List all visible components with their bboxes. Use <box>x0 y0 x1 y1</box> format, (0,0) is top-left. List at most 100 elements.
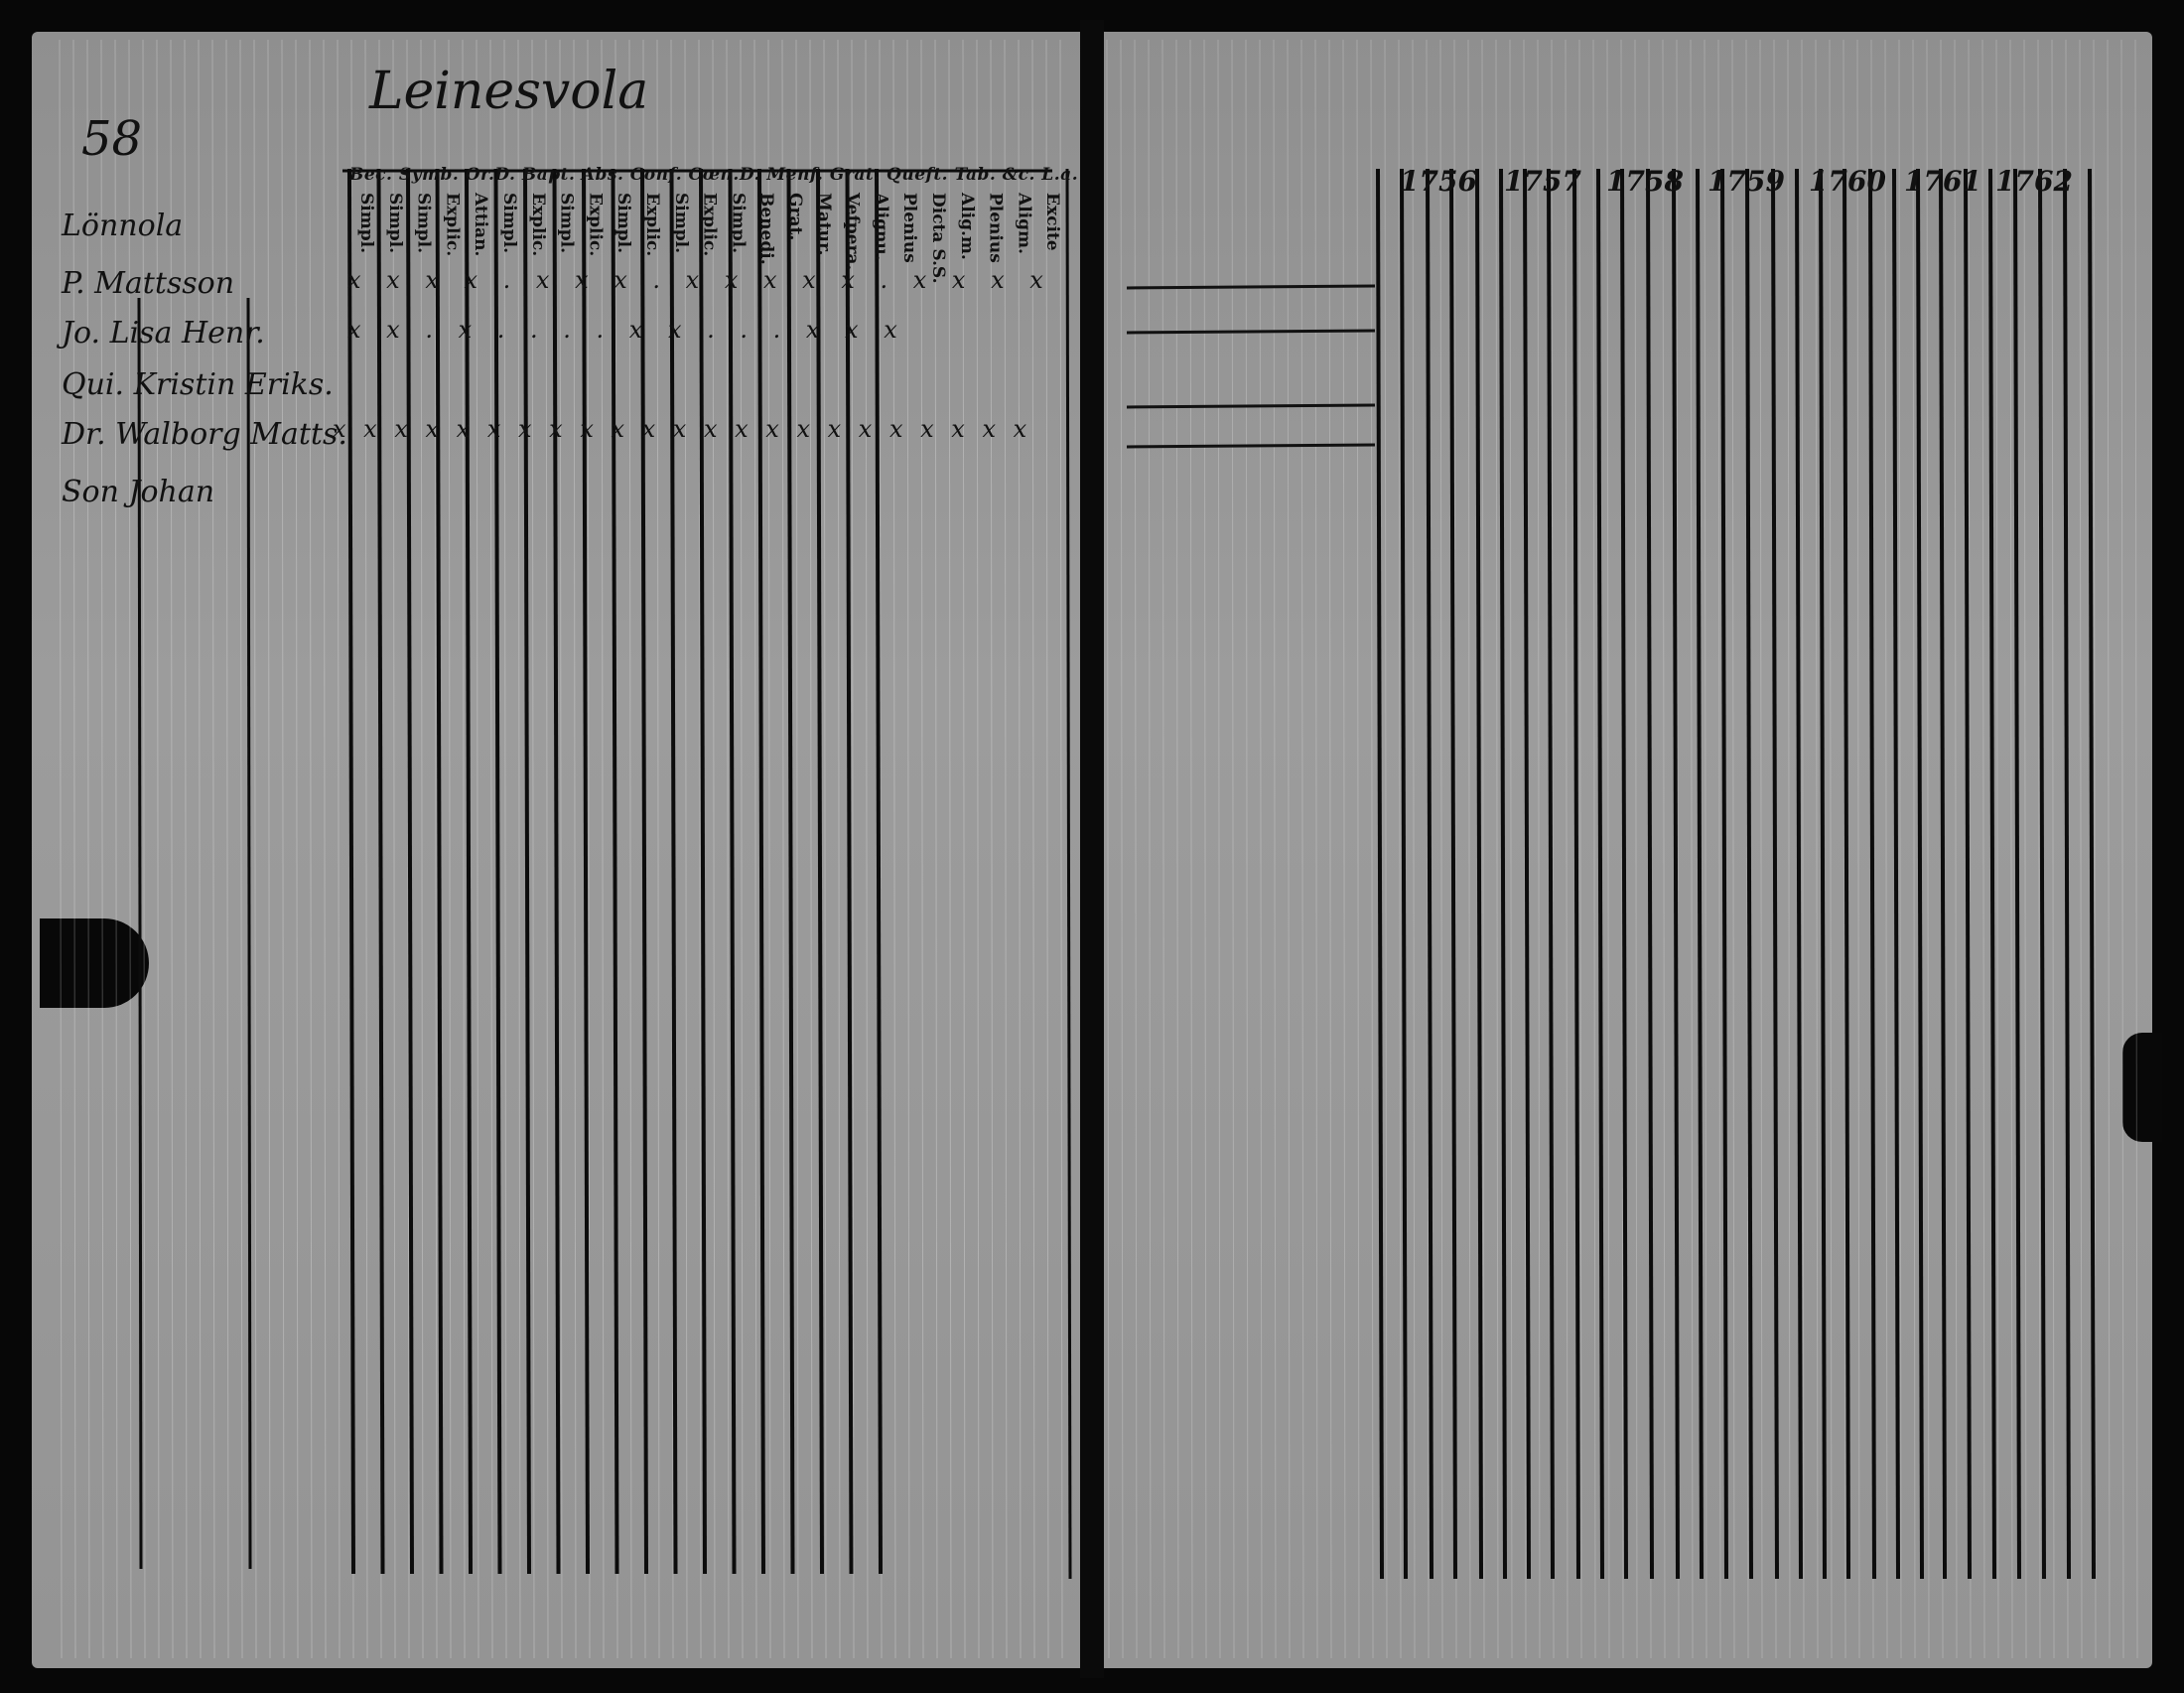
faint-ruling <box>309 39 313 1659</box>
table-column-rule <box>552 168 561 1575</box>
column-header: Simpl. <box>356 193 376 253</box>
faint-ruling <box>462 39 466 1659</box>
faint-ruling <box>1495 39 1499 1659</box>
faint-ruling <box>990 39 994 1659</box>
faint-ruling <box>239 39 243 1659</box>
year-column-rule <box>1672 168 1680 1580</box>
faint-ruling <box>1134 39 1138 1659</box>
faint-ruling <box>1342 39 1346 1659</box>
year-column-rule <box>1475 168 1483 1580</box>
faint-ruling <box>86 39 90 1659</box>
faint-ruling <box>114 39 118 1659</box>
year-column-rule <box>2063 168 2071 1580</box>
faint-ruling <box>1981 39 1985 1659</box>
faint-ruling <box>920 39 924 1659</box>
year-header: 1760 <box>1809 165 1886 198</box>
left-clip <box>40 918 149 1008</box>
name-row: P. Mattsson <box>62 266 235 301</box>
faint-ruling <box>503 39 507 1659</box>
faint-ruling <box>545 39 549 1659</box>
right-clip <box>2122 1033 2162 1142</box>
faint-ruling <box>1059 39 1063 1659</box>
year-column-rule <box>1499 168 1507 1580</box>
faint-ruling <box>1018 39 1022 1659</box>
faint-ruling <box>559 39 563 1659</box>
year-column-rule <box>1868 168 1876 1580</box>
entry-line <box>1126 403 1376 409</box>
year-column-rule <box>1620 168 1628 1580</box>
faint-ruling <box>1175 39 1179 1659</box>
faint-ruling <box>698 39 702 1659</box>
faint-ruling <box>1565 39 1569 1659</box>
faint-ruling <box>587 39 591 1659</box>
faint-ruling <box>281 39 285 1659</box>
faint-ruling <box>851 39 855 1659</box>
faint-ruling <box>892 39 896 1659</box>
faint-ruling <box>1161 39 1165 1659</box>
column-header: Simpl. <box>614 193 634 253</box>
column-header: Alig.m. <box>956 193 977 260</box>
faint-ruling <box>2023 39 2027 1659</box>
year-column-rule <box>2038 168 2046 1580</box>
faint-ruling <box>1578 39 1582 1659</box>
faint-ruling <box>1148 39 1152 1659</box>
row-marks: x x . x . . . . x x . . . x x x <box>347 316 906 344</box>
column-header: Simpl. <box>499 193 519 253</box>
faint-ruling <box>753 39 757 1659</box>
column-header: Excite <box>1042 193 1063 251</box>
faint-ruling <box>684 39 688 1659</box>
year-column-rule <box>1720 168 1728 1580</box>
faint-ruling <box>1690 39 1694 1659</box>
faint-ruling <box>1245 39 1249 1659</box>
faint-ruling <box>476 39 479 1659</box>
table-column-rule <box>465 168 473 1575</box>
faint-ruling <box>364 39 368 1659</box>
faint-ruling <box>1467 39 1471 1659</box>
faint-ruling <box>795 39 799 1659</box>
faint-ruling <box>198 39 202 1659</box>
table-column-rule <box>1065 168 1072 1580</box>
year-column-rule <box>1988 168 1996 1580</box>
year-column-rule <box>1819 168 1827 1580</box>
faint-ruling <box>1004 39 1008 1659</box>
faint-ruling <box>1815 39 1819 1659</box>
table-column-rule <box>347 168 355 1575</box>
faint-ruling <box>1856 39 1860 1659</box>
faint-ruling <box>72 39 76 1659</box>
faint-ruling <box>1801 39 1805 1659</box>
year-header: 1756 <box>1400 165 1477 198</box>
faint-ruling <box>1759 39 1763 1659</box>
year-column-rule <box>1964 168 1972 1580</box>
entry-line <box>1126 284 1376 290</box>
year-column-rule <box>1572 168 1580 1580</box>
column-header: Explic. <box>642 193 662 257</box>
faint-ruling <box>1106 39 1110 1659</box>
faint-ruling <box>184 39 188 1659</box>
faint-ruling <box>1898 39 1902 1659</box>
faint-ruling <box>628 39 632 1659</box>
faint-ruling <box>1439 39 1443 1659</box>
faint-ruling <box>1120 39 1124 1659</box>
faint-ruling <box>712 39 716 1659</box>
faint-ruling <box>1481 39 1485 1659</box>
faint-ruling <box>1398 39 1402 1659</box>
faint-ruling <box>1995 39 1999 1659</box>
parish-name: Leinesvola <box>369 62 649 121</box>
faint-ruling <box>837 39 841 1659</box>
faint-ruling <box>601 39 605 1659</box>
table-column-rule <box>435 168 444 1575</box>
faint-ruling <box>100 39 104 1659</box>
table-column-rule <box>786 168 795 1575</box>
column-header: Alignu. <box>871 193 891 261</box>
table-column-rule <box>582 168 590 1575</box>
year-column-rule <box>1939 168 1947 1580</box>
column-header: Attian. <box>471 193 491 257</box>
faint-ruling <box>1384 39 1388 1659</box>
faint-ruling <box>948 39 952 1659</box>
year-column-rule <box>1646 168 1654 1580</box>
row-marks: x x x x x x x x x x x x x x x x x x x x … <box>333 415 1032 443</box>
column-header: Simpl. <box>384 193 405 253</box>
year-header: 1762 <box>1995 165 2073 198</box>
faint-ruling <box>1731 39 1735 1659</box>
faint-ruling <box>1509 39 1513 1659</box>
